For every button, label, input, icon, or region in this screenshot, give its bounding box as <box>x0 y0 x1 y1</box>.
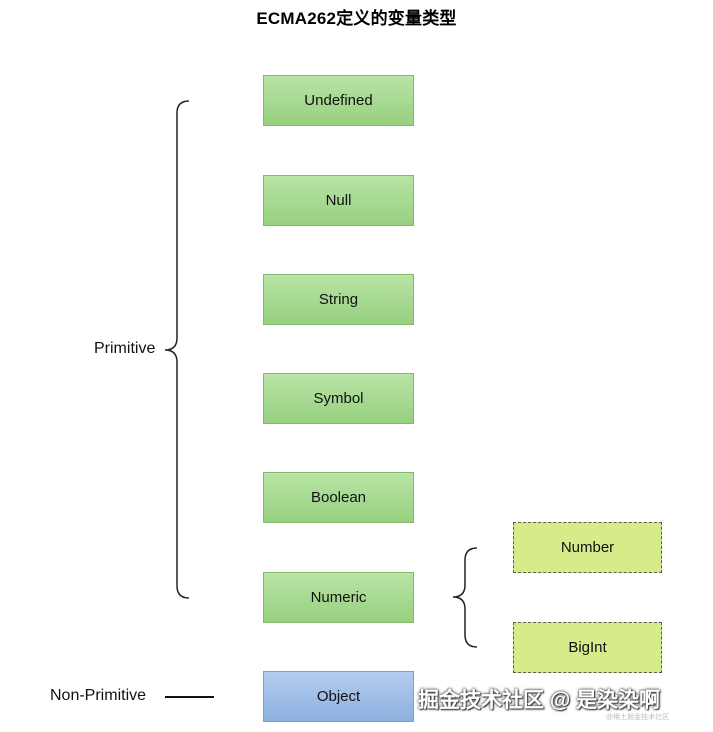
type-box-boolean: Boolean <box>263 472 414 523</box>
type-box-bigint: BigInt <box>513 622 662 673</box>
type-box-numeric: Numeric <box>263 572 414 623</box>
type-box-symbol: Symbol <box>263 373 414 424</box>
non-primitive-label: Non-Primitive <box>50 687 147 704</box>
type-box-object: Object <box>263 671 414 722</box>
type-box-string: String <box>263 274 414 325</box>
type-box-undefined: Undefined <box>263 75 414 126</box>
primitive-label: Primitive <box>94 340 156 357</box>
watermark-subtext: @稀土掘金技术社区 <box>606 714 670 721</box>
type-box-null: Null <box>263 175 414 226</box>
primitive-brace <box>164 100 190 599</box>
type-box-number: Number <box>513 522 662 573</box>
diagram-title: ECMA262定义的变量类型 <box>256 9 457 28</box>
numeric-brace <box>452 547 478 648</box>
watermark: 掘金技术社区 @ 是染染啊 <box>418 689 661 712</box>
